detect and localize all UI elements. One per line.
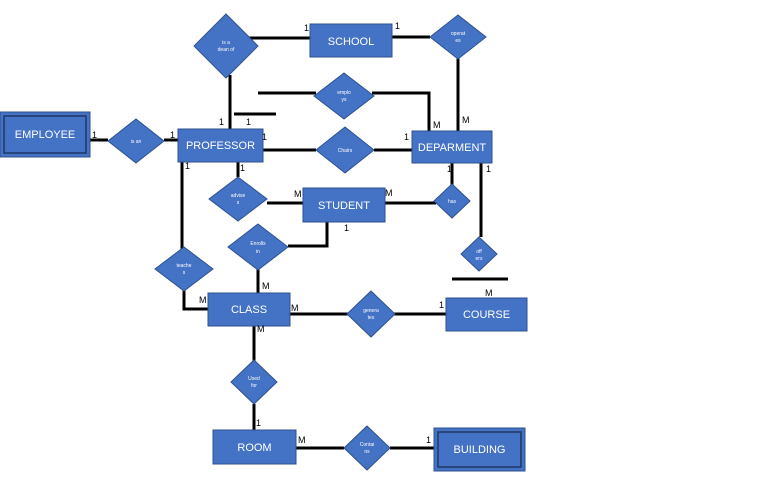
entity-label: STUDENT: [318, 200, 370, 212]
entity-professor[interactable]: PROFESSOR: [177, 128, 264, 163]
rel-used-for[interactable]: Used for: [230, 359, 278, 405]
cardinality-label: 1: [256, 418, 261, 428]
cardinality-label: 1: [246, 117, 251, 127]
line-teaches-class: [182, 288, 208, 311]
cardinality-label: 1: [185, 161, 190, 171]
rel-label-line2: es: [455, 38, 461, 44]
entity-label: SCHOOL: [328, 36, 374, 48]
entities: EMPLOYEE PROFESSOR SCHOOL DEPARMENT STUD…: [0, 23, 528, 472]
rel-label-line2: ns: [364, 449, 370, 455]
cardinality-label: 1: [486, 164, 491, 174]
cardinality-label: M: [257, 324, 265, 334]
rel-label-line1: genera: [363, 308, 379, 314]
rel-enrolls-in[interactable]: Enrolls in: [227, 223, 289, 271]
rel-label-line2: in: [256, 249, 260, 255]
cardinality-label: M: [298, 435, 306, 445]
rel-label-line1: teache: [176, 263, 191, 269]
cardinality-label: 1: [92, 130, 97, 140]
entity-student[interactable]: STUDENT: [302, 187, 386, 223]
line-student-enrolls: [288, 222, 329, 248]
entity-label: BUILDING: [454, 444, 506, 456]
rel-label-line1: is an: [131, 139, 142, 145]
rel-label-line2: for: [251, 383, 257, 389]
rel-label-line1: Enrolls: [250, 241, 266, 247]
rel-label-line2: tes: [368, 315, 375, 321]
cardinality-label: 1: [304, 23, 309, 33]
cardinality-label: M: [262, 281, 270, 291]
rel-label-line1: Contai: [360, 442, 374, 448]
cardinality-label: M: [485, 288, 493, 298]
cardinality-label: 1: [262, 132, 267, 142]
rel-advises[interactable]: advise s: [208, 176, 268, 222]
rel-label-line1: operat: [451, 31, 466, 37]
entity-course[interactable]: COURSE: [445, 297, 528, 332]
cardinalities: 1 1 1 1 M M 1 1 1 1 1 M M 1 1 1 1 M M M …: [92, 21, 493, 445]
entity-label: DEPARMENT: [418, 142, 487, 154]
rel-label-line1: Used: [248, 376, 260, 382]
rel-label-line2: s: [183, 270, 186, 276]
line-employs-department: [372, 91, 431, 131]
rel-label-line1: Chairs: [338, 148, 353, 154]
cardinality-label: 1: [439, 300, 444, 310]
rel-is-a-dean-of[interactable]: is a dean of: [193, 13, 259, 79]
cardinality-label: 1: [240, 163, 245, 173]
entity-label: CLASS: [231, 304, 267, 316]
rel-generates[interactable]: genera tes: [346, 290, 396, 338]
rel-is-an[interactable]: is an: [107, 118, 165, 164]
rel-employs[interactable]: emplo ys: [313, 72, 375, 120]
rel-label-line1: is a: [222, 40, 230, 46]
cardinality-label: 1: [447, 164, 452, 174]
entity-label: EMPLOYEE: [15, 129, 76, 141]
cardinality-label: 1: [395, 21, 400, 31]
rel-label-line1: off: [476, 249, 482, 255]
connector-lines: [90, 35, 508, 450]
entity-building[interactable]: BUILDING: [433, 427, 526, 472]
rel-chairs[interactable]: Chairs: [315, 126, 375, 174]
relationships: is a dean of operat es emplo ys is an Ch…: [107, 13, 498, 471]
rel-label-line2: s: [237, 200, 240, 206]
rel-label-line1: has: [448, 199, 457, 205]
entity-school[interactable]: SCHOOL: [309, 23, 393, 58]
rel-label-line2: ys: [342, 97, 348, 103]
cardinality-label: M: [199, 295, 207, 305]
cardinality-label: M: [462, 115, 470, 125]
entity-label: PROFESSOR: [186, 140, 255, 152]
cardinality-label: 1: [344, 223, 349, 233]
rel-offers[interactable]: off ers: [460, 236, 498, 272]
cardinality-label: 1: [426, 435, 431, 445]
cardinality-label: 1: [404, 132, 409, 142]
cardinality-label: M: [433, 120, 441, 130]
rel-label-line1: emplo: [337, 90, 351, 96]
cardinality-label: M: [385, 188, 393, 198]
rel-label-line2: dean of: [218, 47, 235, 53]
cardinality-label: 1: [170, 130, 175, 140]
rel-operates[interactable]: operat es: [429, 14, 487, 60]
entity-label: COURSE: [463, 309, 510, 321]
entity-department[interactable]: DEPARMENT: [411, 130, 493, 164]
rel-label-line2: ers: [476, 256, 483, 262]
entity-employee[interactable]: EMPLOYEE: [0, 111, 91, 158]
rel-teaches[interactable]: teache s: [154, 246, 214, 292]
entity-label: ROOM: [237, 442, 271, 454]
cardinality-label: M: [294, 189, 302, 199]
rel-has[interactable]: has: [433, 183, 471, 219]
entity-room[interactable]: ROOM: [212, 429, 297, 465]
rel-label-line1: advise: [231, 193, 246, 199]
cardinality-label: M: [291, 303, 299, 313]
entity-class[interactable]: CLASS: [207, 292, 291, 327]
cardinality-label: 1: [219, 117, 224, 127]
rel-contains[interactable]: Contai ns: [343, 425, 391, 471]
